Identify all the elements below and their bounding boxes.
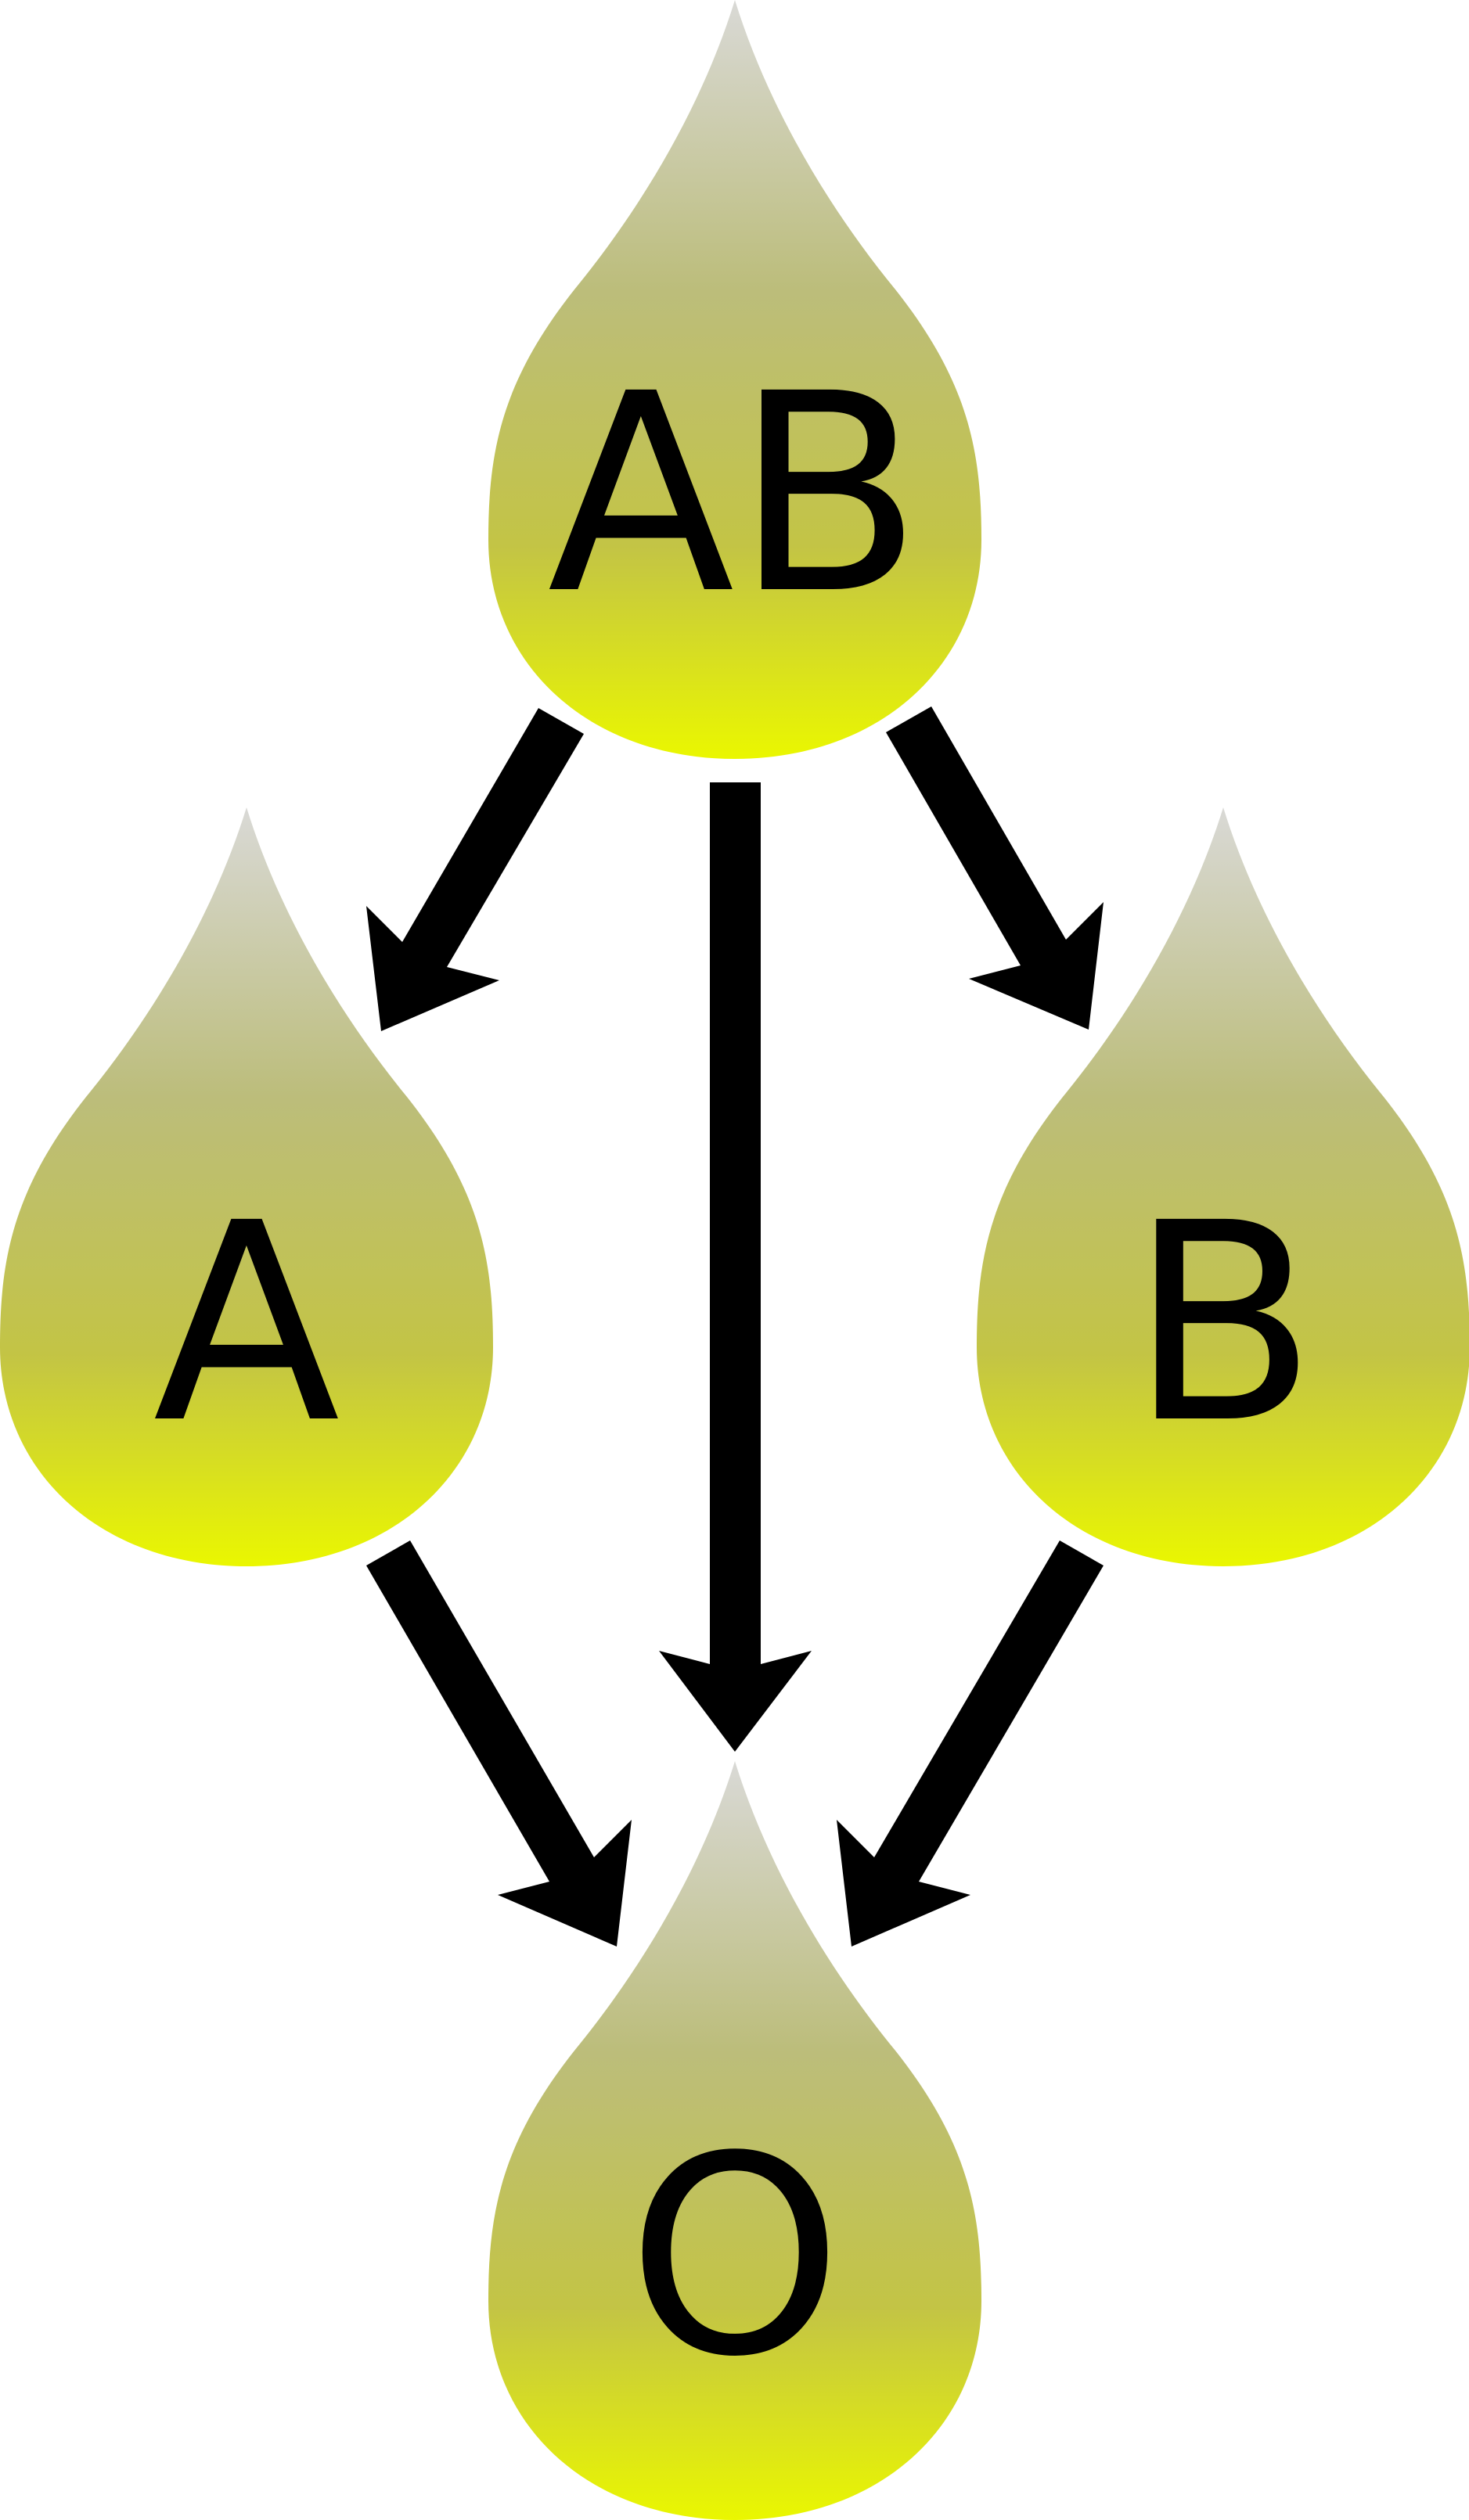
- arrow-ab-to-a: [366, 708, 584, 1031]
- node-a: A: [0, 807, 493, 1566]
- arrow-a-to-o: [366, 1540, 632, 1947]
- node-b: B: [977, 807, 1469, 1566]
- arrow-ab-to-b: [886, 706, 1104, 1030]
- arrows: [366, 706, 1104, 1947]
- node-ab: AB: [488, 0, 981, 759]
- node-o: O: [488, 1761, 981, 2520]
- node-o-label: O: [627, 2098, 843, 2417]
- arrow-b-to-o: [837, 1540, 1104, 1947]
- node-b-label: B: [1129, 1164, 1317, 1483]
- node-a-label: A: [153, 1164, 341, 1483]
- node-ab-label: AB: [547, 335, 923, 654]
- arrow-ab-to-o: [659, 782, 812, 1752]
